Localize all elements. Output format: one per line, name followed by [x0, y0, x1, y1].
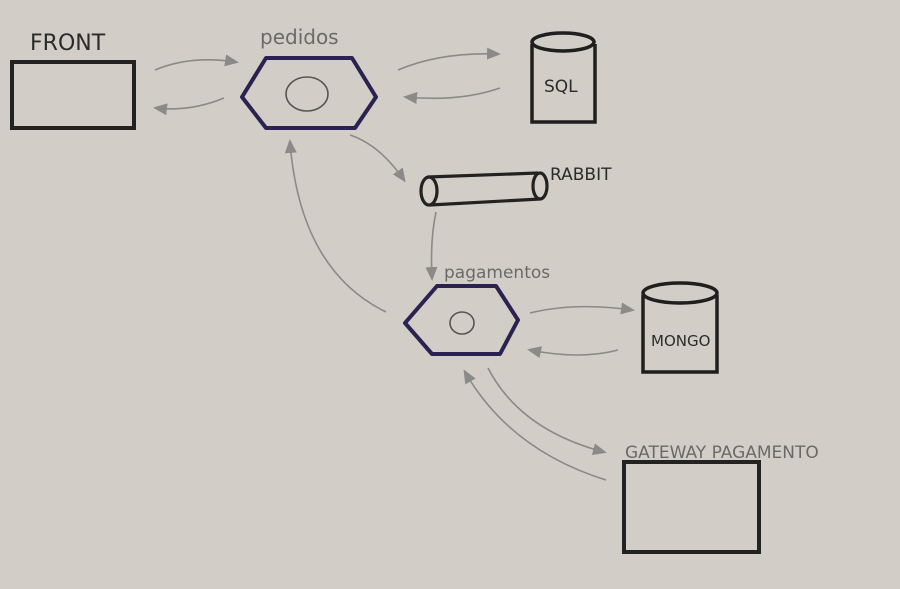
arrow-gateway-to-pagamentos	[463, 369, 607, 481]
gateway-node: GATEWAY PAGAMENTO	[622, 443, 819, 554]
mongo-node: MONGO	[641, 281, 719, 374]
rabbit-tube-end-left	[419, 175, 439, 207]
pagamentos-inner-circle	[449, 311, 475, 335]
front-box	[10, 60, 136, 130]
arrow-pedidos-to-front	[153, 97, 225, 116]
pedidos-node: pedidos	[240, 25, 378, 130]
front-label: FRONT	[30, 31, 106, 56]
arrow-pagamentos-to-gateway	[487, 367, 607, 456]
sql-label: SQL	[544, 77, 578, 97]
rabbit-tube	[427, 171, 541, 207]
arrow-rabbit-to-pagamentos	[425, 211, 438, 281]
mongo-label: MONGO	[651, 332, 710, 350]
gateway-box	[622, 460, 761, 554]
sql-cylinder-body	[530, 44, 597, 124]
arrow-mongo-to-pagamentos	[527, 346, 619, 359]
gateway-label: GATEWAY PAGAMENTO	[625, 443, 819, 463]
arrow-pedidos-to-sql	[397, 47, 501, 71]
rabbit-node: RABBIT	[419, 165, 612, 207]
pagamentos-label: pagamentos	[444, 263, 550, 283]
connections	[153, 47, 635, 481]
mongo-cylinder-body	[641, 295, 719, 374]
arrow-sql-to-pedidos	[403, 87, 501, 104]
arrow-pagamentos-to-mongo	[529, 302, 635, 315]
pedidos-inner-circle	[285, 76, 329, 112]
arrow-pedidos-to-rabbit	[349, 134, 406, 183]
arrow-front-to-pedidos	[154, 54, 239, 71]
pedidos-hexagon	[240, 56, 378, 130]
pagamentos-hexagon	[403, 284, 520, 356]
pagamentos-node: pagamentos	[403, 263, 550, 356]
sql-node: SQL	[530, 31, 597, 124]
rabbit-tube-end-right	[531, 171, 549, 201]
pedidos-label: pedidos	[260, 25, 339, 49]
mongo-cylinder-top	[641, 281, 719, 305]
sql-cylinder-top	[530, 31, 596, 53]
arrow-pagamentos-to-pedidos	[284, 139, 387, 313]
rabbit-label: RABBIT	[550, 165, 612, 185]
front-node: FRONT	[10, 31, 136, 130]
